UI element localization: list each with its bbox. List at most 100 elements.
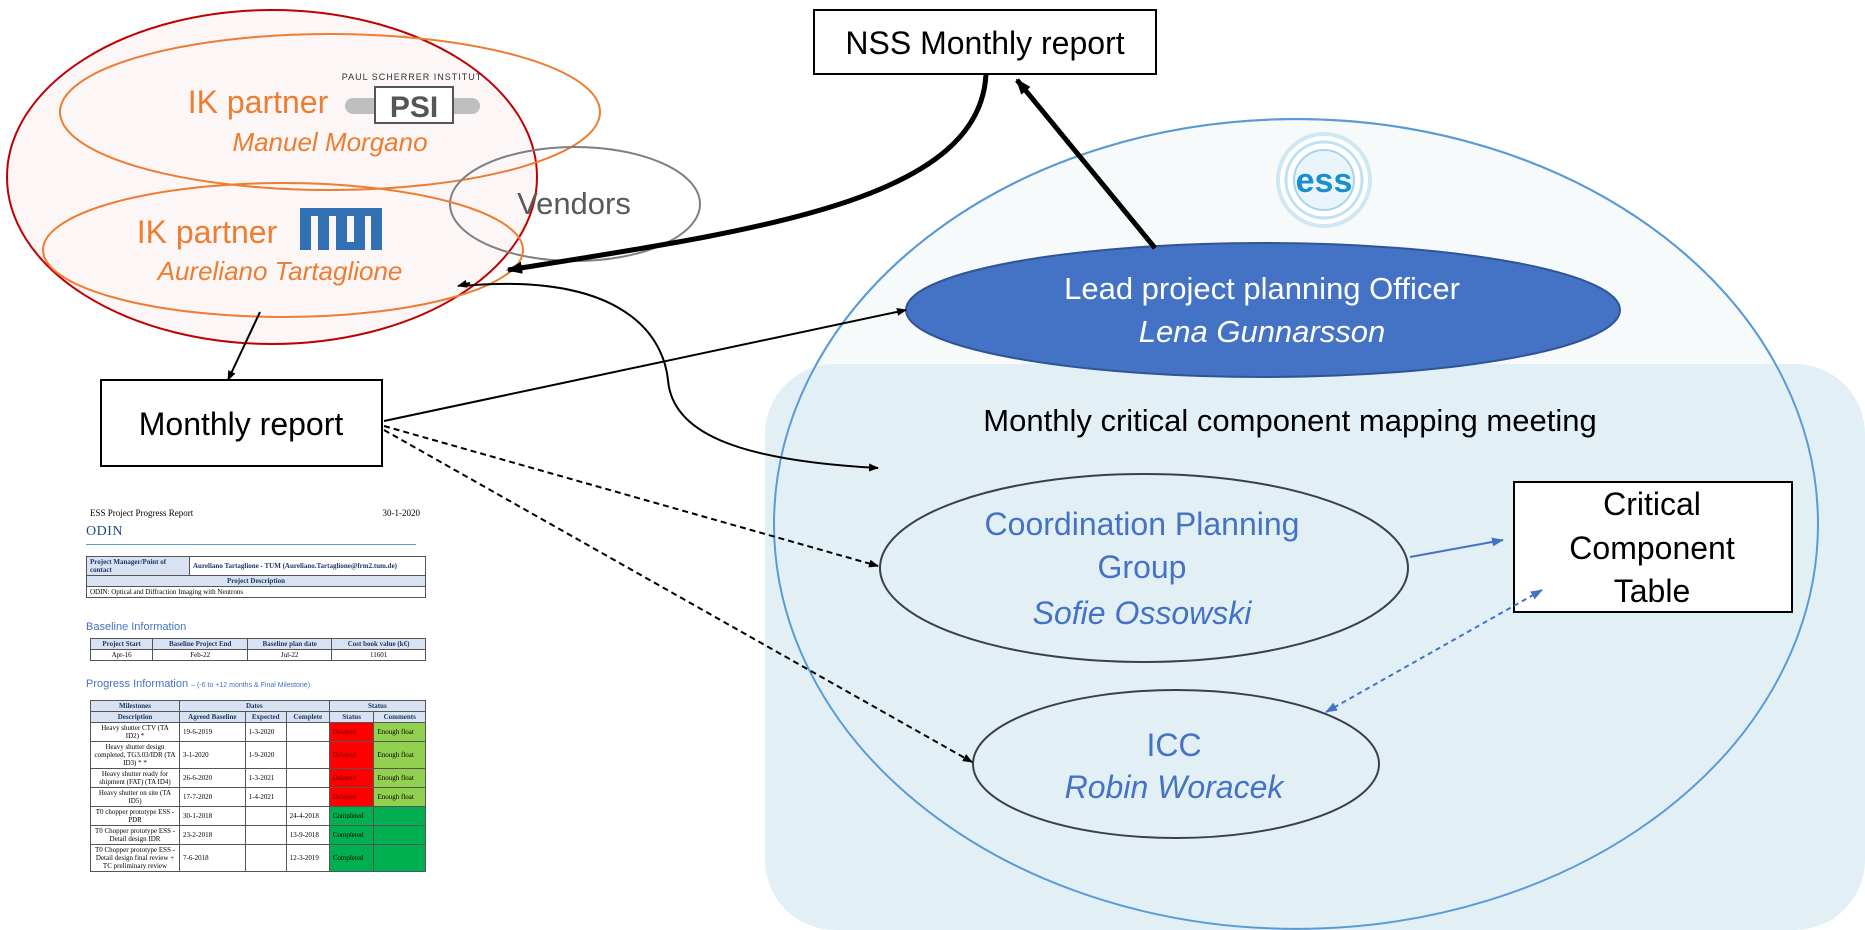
milestone-status: Delayed — [328, 741, 375, 769]
milestone-complete-date — [285, 787, 330, 807]
description-value: ODIN: Optical and Diffraction Imaging wi… — [86, 586, 426, 598]
cpg-person: Sofie Ossowski — [1033, 595, 1253, 631]
psi-partner-person: Manuel Morgano — [232, 127, 427, 157]
milestone-description: Heavy shutter ready for shipment (FAT) (… — [90, 768, 180, 788]
milestone-column-header: Description — [90, 711, 180, 723]
cpg-title-line1: Coordination Planning — [985, 506, 1300, 542]
milestone-comment: Enough float — [373, 741, 426, 769]
milestone-row: T0 Chopper prototype ESS - Detail design… — [90, 844, 426, 872]
vendors-label: Vendors — [517, 186, 631, 221]
milestone-complete-date: 24-4-2018 — [285, 806, 330, 826]
tum-partner-ellipse — [42, 182, 524, 318]
nss-report-box — [813, 9, 1157, 75]
milestone-expected-date — [244, 825, 287, 845]
psi-partner-ellipse — [59, 33, 601, 191]
milestone-complete-date — [285, 722, 330, 742]
arrow-meeting-partner-bidirectional — [461, 283, 879, 472]
baseline-header-cell: Baseline plan date — [247, 638, 333, 650]
milestone-group-header: Milestones — [90, 700, 180, 712]
milestone-baseline-date: 23-2-2018 — [179, 825, 246, 845]
tum-logo — [300, 208, 382, 250]
milestone-complete-date: 12-3-2019 — [285, 844, 330, 872]
lead-officer-person: Lena Gunnarsson — [1139, 314, 1385, 349]
svg-text:ess: ess — [1296, 162, 1353, 200]
critical-table-line2: Component — [1569, 530, 1735, 566]
lead-officer-ellipse — [905, 242, 1621, 378]
baseline-value-cell: 11601 — [331, 649, 426, 661]
icc-person: Robin Woracek — [1065, 769, 1286, 805]
ess-ellipse-outline — [773, 118, 1820, 930]
milestone-baseline-date: 17-7-2020 — [179, 787, 246, 807]
milestone-baseline-date: 26-6-2020 — [179, 768, 246, 788]
cpg-title-line2: Group — [1098, 549, 1187, 585]
milestone-expected-date: 1-4-2021 — [244, 787, 287, 807]
milestone-comment — [373, 825, 426, 845]
contact-label: Project Manager/Point of contact — [86, 556, 190, 576]
arrow-nss-to-partner — [506, 73, 989, 274]
report-header-title: ESS Project Progress Report — [90, 508, 194, 518]
milestone-expected-date: 1-3-2021 — [244, 768, 287, 788]
arrow-partner-to-report — [227, 311, 261, 381]
milestone-description: T0 Chopper prototype ESS - Detail design… — [90, 825, 180, 845]
baseline-header-cell: Cost book value (k€) — [331, 638, 426, 650]
milestone-row: Heavy shutter design completed, TG3.03/I… — [90, 741, 426, 769]
milestone-description: T0 chopper prototype ESS - PDR — [90, 806, 180, 826]
milestone-column-header: Expected — [244, 711, 287, 723]
milestone-column-header: Complete — [285, 711, 330, 723]
meeting-title: Monthly critical component mapping meeti… — [983, 403, 1596, 438]
milestone-baseline-date: 30-1-2018 — [179, 806, 246, 826]
arrow-report-to-lead — [383, 307, 907, 422]
baseline-title: Baseline Information — [86, 621, 187, 633]
monthly-report-box — [100, 379, 383, 467]
psi-logo: PAUL SCHERRER INSTITUT PSI — [342, 72, 483, 124]
svg-text:PAUL SCHERRER INSTITUT: PAUL SCHERRER INSTITUT — [342, 72, 483, 82]
milestone-baseline-date: 19-6-2019 — [179, 722, 246, 742]
milestone-expected-date: 1-3-2020 — [244, 722, 287, 742]
nss-report-label: NSS Monthly report — [845, 25, 1124, 61]
milestone-complete-date: 13-9-2018 — [285, 825, 330, 845]
milestone-status: Completed — [328, 806, 375, 826]
psi-partner-title: IK partner — [188, 84, 329, 120]
contact-value: Aureliano Tartaglione - TUM (Aureliano.T… — [189, 556, 426, 576]
baseline-value-cell: Apr-16 — [89, 649, 154, 661]
progress-note: – (-6 to +12 months & Final Milestone) — [191, 682, 311, 689]
progress-report-document: ESS Project Progress Report 30-1-2020 OD… — [86, 504, 426, 924]
description-label: Project Description — [86, 575, 426, 587]
milestone-comment: Enough float — [373, 787, 426, 807]
milestone-comment — [373, 806, 426, 826]
baseline-header-cell: Project Start — [89, 638, 154, 650]
milestone-description: T0 Chopper prototype ESS - Detail design… — [90, 844, 180, 872]
milestone-expected-date — [244, 806, 287, 826]
svg-text:PSI: PSI — [390, 91, 438, 124]
milestone-status: Delayed — [328, 722, 375, 742]
milestone-baseline-date: 7-6-2018 — [179, 844, 246, 872]
tum-partner-title: IK partner — [137, 214, 278, 250]
tum-partner-person: Aureliano Tartaglione — [156, 256, 403, 286]
partners-ellipse — [6, 9, 538, 345]
meeting-region — [765, 364, 1865, 930]
critical-table-box — [1513, 481, 1793, 613]
arrow-cpg-to-table — [1409, 537, 1504, 558]
baseline-value-cell: Feb-22 — [152, 649, 249, 661]
milestone-complete-date — [285, 741, 330, 769]
lead-officer-title: Lead project planning Officer — [1064, 271, 1460, 306]
cpg-ellipse — [879, 473, 1409, 663]
milestone-column-header: Agreed Baseline — [179, 711, 246, 723]
milestone-description: Heavy shutter CTV (TA ID2) * — [90, 722, 180, 742]
milestone-description: Heavy shutter design completed, TG3.03/I… — [90, 741, 180, 769]
critical-table-line1: Critical — [1603, 486, 1701, 522]
milestone-complete-date — [285, 768, 330, 788]
icc-title: ICC — [1146, 727, 1201, 763]
monthly-report-label: Monthly report — [139, 406, 344, 442]
report-header: ESS Project Progress Report 30-1-2020 — [90, 508, 420, 518]
arrow-head-to-partner — [457, 279, 471, 288]
report-rule — [86, 544, 416, 545]
arrow-report-to-cpg — [383, 425, 879, 568]
milestone-column-header: Comments — [373, 711, 426, 723]
icc-ellipse — [972, 689, 1380, 839]
report-project-name: ODIN — [86, 524, 123, 539]
